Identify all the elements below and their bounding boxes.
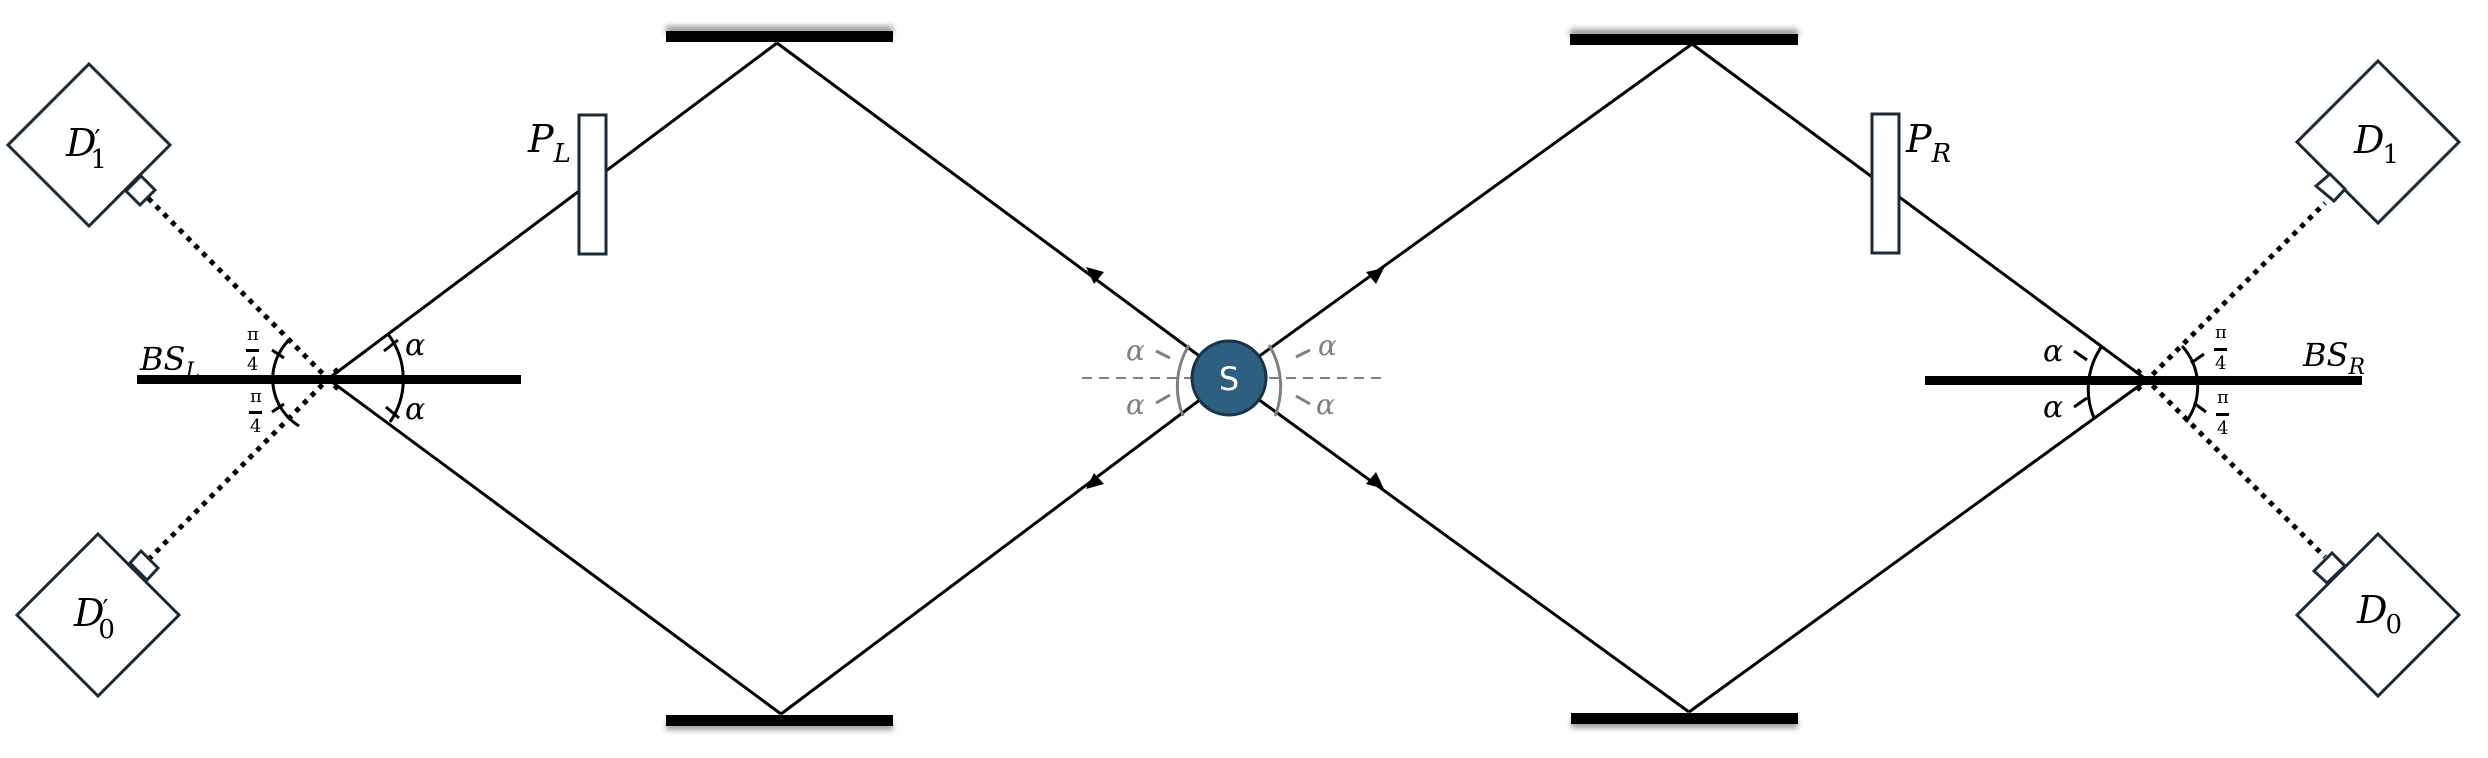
beam-source-to-bottom-right-mirror (1228, 376, 1690, 714)
alpha-label-bsl-upper: α (405, 328, 425, 363)
phase-plate-left (577, 113, 608, 256)
angle-marks-bsr (2073, 344, 2207, 423)
arrow-up-left-icon (1086, 267, 1104, 284)
detector-paths (144, 194, 2327, 560)
alpha-label-bsr-lower: α (2043, 390, 2063, 425)
svg-text:4: 4 (247, 354, 258, 375)
photon-source: S (1190, 339, 1268, 417)
label-phase-plate-left: PL (527, 117, 571, 169)
path-bsr-to-d1 (2135, 201, 2327, 392)
pi-over-4-bsl-upper: π 4 (246, 324, 259, 375)
svg-text:π: π (250, 386, 262, 407)
beam-bottom-left-mirror-to-source (780, 376, 1230, 716)
svg-text:S: S (1219, 360, 1239, 398)
detector-d0-prime: D′0 (14, 531, 182, 699)
beam-source-to-top-right-mirror (1228, 42, 1693, 380)
arrow-down-left-icon (1086, 473, 1104, 489)
mirror-bottom-right (1571, 713, 1798, 728)
label-bs-right: BSR (2302, 336, 2365, 380)
svg-text:π: π (2217, 387, 2229, 408)
alpha-label-source-ll: α (1126, 388, 1145, 421)
arrow-down-right-icon (1366, 472, 1384, 489)
svg-text:D0: D0 (2356, 588, 2402, 640)
pi-over-4-bsl-lower: π 4 (249, 386, 262, 437)
beam-splitter-left (137, 375, 521, 384)
alpha-label-bsr-upper: α (2043, 334, 2063, 369)
alpha-label-source-ul: α (1126, 334, 1145, 367)
svg-text:4: 4 (250, 416, 261, 437)
alpha-label-source-lr: α (1316, 388, 1335, 421)
beam-arrows (1086, 267, 1384, 489)
path-bsl-to-d0-prime (148, 367, 340, 560)
beam-splitter-right (1925, 376, 2362, 385)
svg-text:D1: D1 (2353, 118, 2399, 170)
svg-text:4: 4 (2215, 353, 2226, 374)
arrow-up-right-icon (1366, 268, 1384, 284)
svg-text:π: π (247, 324, 259, 345)
pi-over-4-bsr-lower: π 4 (2216, 387, 2229, 439)
mirror-top-right (1570, 29, 1798, 45)
label-phase-plate-right: PR (1905, 117, 1951, 169)
phase-plate-right (1870, 112, 1901, 255)
mirror-bottom-left (666, 715, 893, 730)
detector-d0: D0 (2294, 531, 2462, 699)
beam-paths (327, 41, 2148, 716)
mirror-top-left (666, 26, 893, 42)
detector-d1: D1 (2294, 58, 2462, 226)
svg-text:π: π (2215, 322, 2227, 343)
angle-marks-bsl (271, 333, 405, 428)
alpha-label-source-ur: α (1318, 329, 1337, 362)
detector-d1-prime: D′1 (5, 61, 173, 229)
beam-bottom-right-mirror-to-bsr (1688, 378, 2148, 714)
beam-bsl-to-top-left-mirror (327, 41, 778, 381)
svg-text:4: 4 (2217, 418, 2228, 439)
alpha-label-bsl-lower: α (405, 392, 425, 427)
beam-top-right-mirror-to-bsr (1691, 42, 2148, 382)
svg-text:D′1: D′1 (65, 121, 107, 175)
source-angle-marks (1155, 344, 1311, 417)
beam-bsl-to-bottom-left-mirror (327, 377, 782, 716)
pi-over-4-bsr-upper: π 4 (2214, 322, 2227, 374)
path-bsr-to-d0 (2135, 368, 2327, 559)
path-bsl-to-d1-prime (144, 194, 340, 391)
svg-text:D′0: D′0 (73, 591, 115, 645)
beam-top-left-mirror-to-source (776, 41, 1230, 380)
label-bs-left: BSL (139, 340, 200, 384)
